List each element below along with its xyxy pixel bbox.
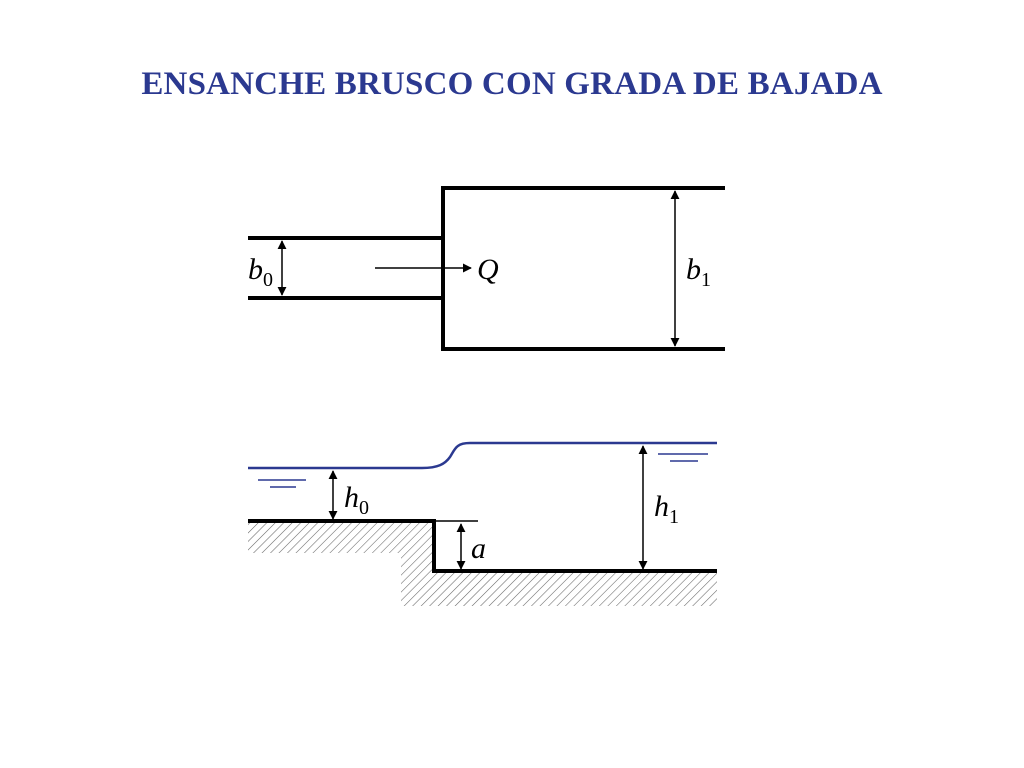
water-surface: [248, 441, 717, 470]
label-b0: b0: [248, 253, 273, 291]
label-a: a: [471, 532, 486, 565]
label-h0: h0: [344, 481, 369, 519]
diagram-title: ENSANCHE BRUSCO CON GRADA DE BAJADA: [141, 66, 883, 102]
label-b1: b1: [686, 253, 711, 291]
water-level-symbol-left: [258, 479, 306, 488]
channel-bed: [248, 519, 717, 573]
label-h1: h1: [654, 490, 679, 528]
water-level-symbol-right: [658, 453, 708, 462]
profile-view: h0 a h1: [248, 441, 717, 606]
label-q: Q: [477, 253, 499, 286]
plan-view: b0 Q b1: [248, 186, 725, 351]
ground-hatching: [248, 523, 717, 606]
